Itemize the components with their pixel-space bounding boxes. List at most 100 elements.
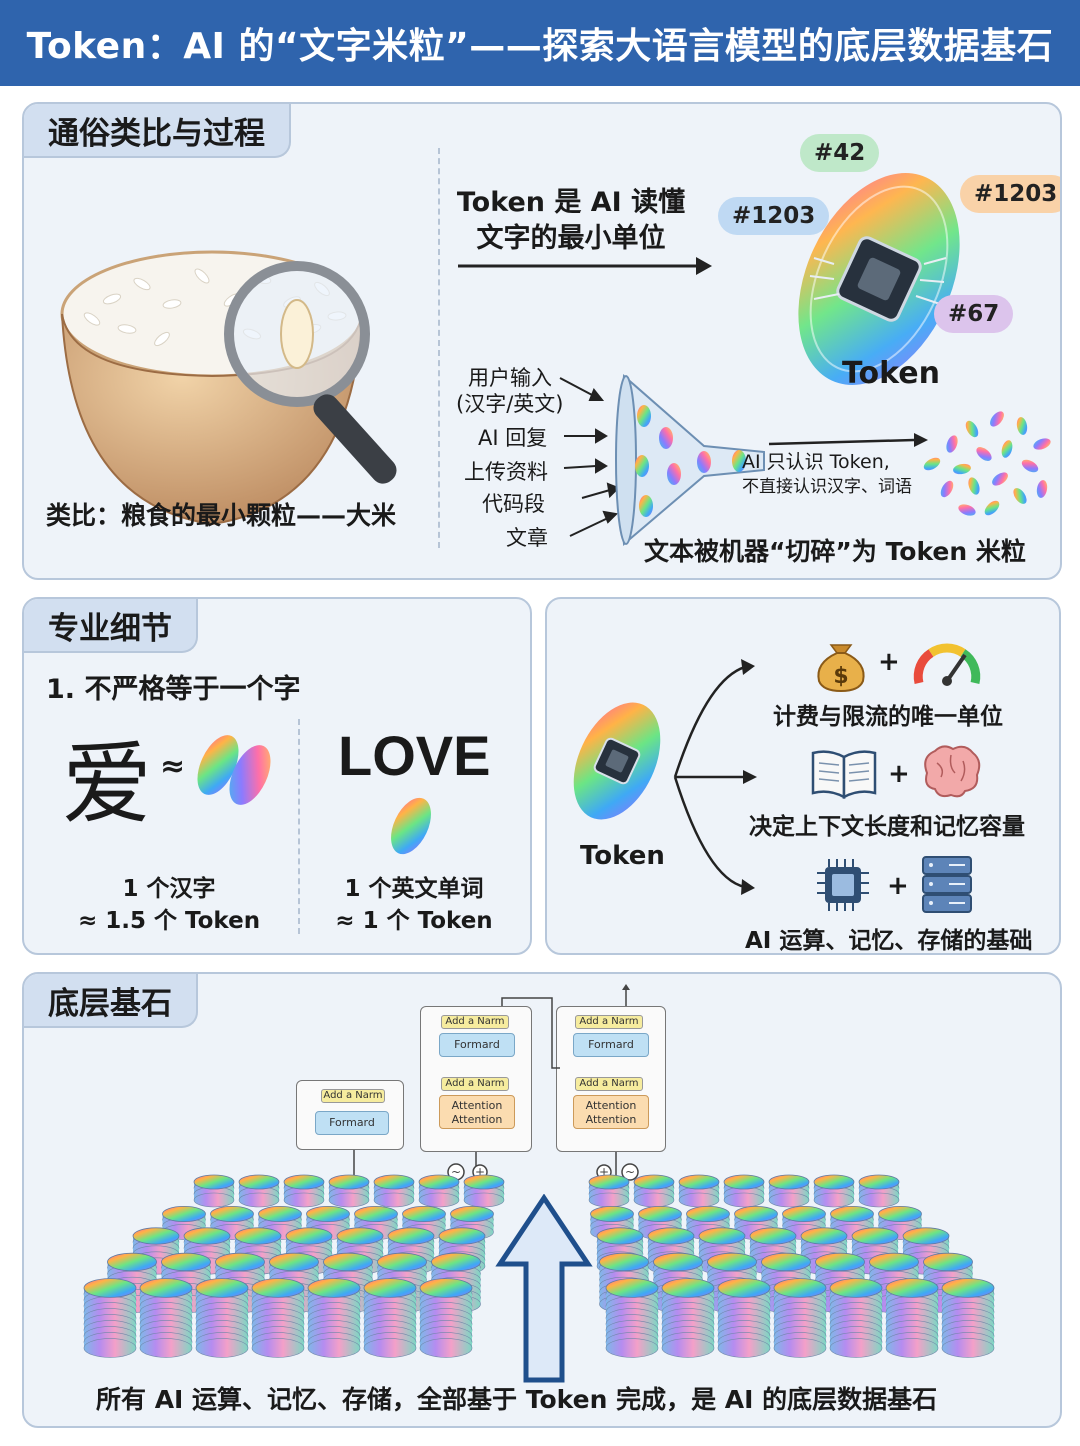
role-item: 计费与限流的唯一单位 — [773, 704, 1003, 730]
input-item: 文章 — [506, 526, 548, 550]
english-ratio-line1: 1 个英文单词 — [344, 876, 484, 902]
foundation-tab: 底层基石 — [24, 974, 198, 1028]
english-ratio-line2: ≈ 1 个 Token — [335, 908, 493, 934]
attention-text: Attention — [585, 1099, 637, 1112]
role-item: AI 运算、记忆、存储的基础 — [745, 928, 1033, 954]
wave-symbol: ~ — [451, 1165, 461, 1179]
money-bag-icon: $ — [817, 644, 865, 693]
one-token-icon — [391, 797, 431, 855]
gauge-icon — [913, 643, 981, 686]
attention-text: Attention — [585, 1113, 637, 1126]
input-item: AI 回复 — [478, 426, 548, 450]
add-norm-label: Add a Narm — [441, 1077, 509, 1091]
two-tokens-icon — [197, 735, 271, 805]
token-coin-stack — [941, 1278, 995, 1358]
token-coin-stack — [829, 1278, 883, 1358]
attention-label: Attention Attention — [439, 1095, 515, 1129]
definition-line2: 文字的最小单位 — [476, 223, 666, 254]
funnel-icon — [559, 373, 928, 547]
wave-symbol: ~ — [625, 1165, 635, 1179]
token-coin-stack — [307, 1278, 361, 1358]
token-coin-stack — [283, 1174, 325, 1208]
input-item: (汉字/英文) — [456, 392, 564, 416]
dollar-sign: $ — [833, 664, 848, 689]
input-item: 上传资料 — [464, 460, 548, 484]
analogy-tab: 通俗类比与过程 — [24, 104, 291, 158]
token-coin-stack — [238, 1174, 280, 1208]
roles-panel: Token $ + 计费与限流的唯一单位 + — [545, 597, 1061, 955]
input-item: 代码段 — [482, 492, 545, 516]
token-id-chip: #1203 — [960, 175, 1060, 213]
details-tab: 专业细节 — [24, 599, 198, 653]
token-coin-stack — [139, 1278, 193, 1358]
page-title: Token：AI 的“文字米粒”——探索大语言模型的底层数据基石 — [26, 26, 1054, 67]
token-scatter-icon — [923, 411, 1051, 516]
token-coin-stack — [418, 1174, 460, 1208]
transformer-connections: ~ + + ~ — [353, 984, 639, 1202]
english-word: LOVE — [338, 724, 491, 787]
token-id-chip: #42 — [800, 134, 880, 172]
input-item: 用户输入 — [468, 366, 552, 390]
attention-label: Attention Attention — [573, 1095, 649, 1129]
chinese-char: 爱 — [62, 732, 152, 837]
token-coin-stack — [768, 1174, 810, 1208]
foundation-caption: 所有 AI 运算、记忆、存储，全部基于 Token 完成，是 AI 的底层数据基… — [96, 1385, 938, 1414]
formard-label: Formard — [315, 1111, 389, 1135]
add-norm-label: Add a Narm — [575, 1015, 643, 1029]
token-coin-stack — [678, 1174, 720, 1208]
token-coin-stack — [633, 1174, 675, 1208]
book-icon — [811, 750, 877, 799]
role-item: 决定上下文长度和记忆容量 — [749, 814, 1025, 840]
details-divider — [298, 719, 300, 934]
rice-bowl-icon — [60, 250, 397, 526]
roles-arrows — [673, 659, 757, 895]
analogy-panel: 通俗类比与过程 类比：粮食的最小颗粒——大米 Token 是 AI 读懂 文字的 — [22, 102, 1062, 580]
plus-sign: + — [888, 759, 910, 789]
token-coin-stack — [328, 1174, 370, 1208]
token-coin-stack — [463, 1174, 505, 1208]
roles-token-label: Token — [580, 841, 665, 871]
server-icon — [922, 856, 972, 913]
token-label: Token — [842, 356, 940, 391]
plus-sign: + — [878, 647, 900, 677]
token-coin-stack — [83, 1278, 137, 1358]
token-coin-stack — [419, 1278, 473, 1358]
token-coin-stack — [195, 1278, 249, 1358]
token-id-chip: #67 — [934, 295, 1014, 333]
token-coin-stack — [723, 1174, 765, 1208]
transformer-block-small: Add a Narm Formard — [296, 1080, 404, 1150]
page-header: Token：AI 的“文字米粒”——探索大语言模型的底层数据基石 — [0, 0, 1080, 86]
token-coin-stack — [354, 1206, 398, 1240]
token-coin-stack — [193, 1174, 235, 1208]
token-grain-icon — [798, 173, 960, 385]
token-coin-stack — [661, 1278, 715, 1358]
plus-symbol: + — [599, 1165, 609, 1179]
up-arrow-icon — [495, 1194, 593, 1383]
chip-icon — [817, 859, 869, 911]
token-coin-stack — [858, 1174, 900, 1208]
ai-note-line1: AI 只认识 Token, — [742, 451, 890, 473]
transformer-block: Add a Narm Formard Add a Narm Attention … — [420, 1006, 532, 1152]
add-norm-label: Add a Narm — [575, 1077, 643, 1091]
chinese-ratio-line2: ≈ 1.5 个 Token — [77, 908, 261, 934]
token-coin-stack — [251, 1278, 305, 1358]
token-coin-stack — [813, 1174, 855, 1208]
token-id-chip: #1203 — [718, 197, 830, 235]
chinese-ratio-line1: 1 个汉字 — [122, 876, 216, 902]
analogy-caption: 类比：粮食的最小颗粒——大米 — [46, 501, 397, 530]
ai-note-line2: 不直接认识汉字、词语 — [742, 477, 912, 497]
details-point: 1. 不严格等于一个字 — [46, 674, 301, 705]
definition-line1: Token 是 AI 读懂 — [456, 187, 686, 218]
token-coin-stack — [717, 1278, 771, 1358]
details-panel: 专业细节 1. 不严格等于一个字 爱 ≈ LOVE 1 个汉字 ≈ 1.5 个 … — [22, 597, 532, 955]
token-coin-stack — [588, 1174, 630, 1208]
plus-sign: + — [887, 871, 909, 901]
analogy-divider — [438, 148, 440, 548]
add-norm-label: Add a Narm — [321, 1089, 385, 1103]
definition-arrow — [458, 257, 712, 275]
token-chip-icon — [573, 702, 661, 820]
foundation-panel: 底层基石 Add a Narm Formard Add a Narm Forma… — [22, 972, 1062, 1428]
token-coin-stack — [605, 1278, 659, 1358]
formard-label: Formard — [573, 1033, 649, 1057]
formard-label: Formard — [439, 1033, 515, 1057]
